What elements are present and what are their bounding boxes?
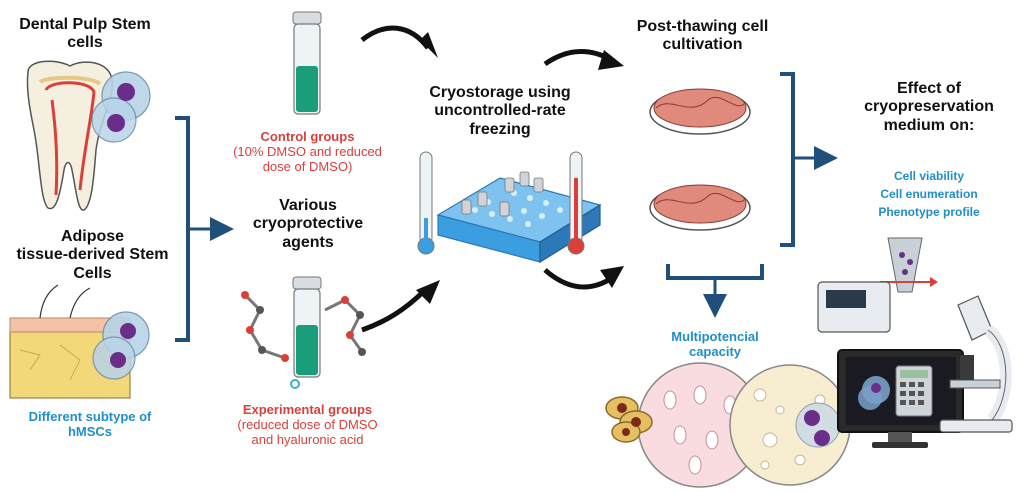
hyaluronic-acid-molecule (241, 291, 366, 389)
tooth-illustration (26, 60, 113, 211)
cryoprotective-agents-title: Various cryoprotective agents (252, 197, 364, 251)
source-bracket (175, 116, 234, 342)
computer-monitor-icon (837, 349, 964, 448)
multipotency-caption: Multipotencial capacity (671, 329, 759, 359)
thermometer-cold-icon (417, 151, 435, 255)
experimental-groups-caption: Experimental groups (reduced dose of DMS… (237, 402, 378, 447)
flow-arrows (360, 25, 624, 333)
dish-bracket-bottom (666, 264, 764, 318)
outcome-cell-viability: Cell viability (893, 169, 965, 183)
chondrogenic-cells-icon (605, 396, 653, 443)
post-thawing-title: Post-thawing cell cultivation (636, 18, 769, 54)
effect-outcome-list: Cell viability Cell enumeration Phenotyp… (838, 167, 1020, 221)
stem-cell-cluster-tooth (91, 71, 151, 143)
cryostorage-title: Cryostorage using uncontrolled-rate free… (429, 84, 571, 138)
control-vial (292, 11, 322, 115)
control-groups-caption: Control groups (10% DMSO and reduced dos… (233, 129, 382, 174)
effect-title: Effect of cryopreservation medium on: (864, 80, 994, 134)
stem-cell-cluster-adipose (92, 311, 150, 380)
culture-dish-bottom (649, 184, 751, 231)
microscope-icon (939, 295, 1013, 433)
dish-bracket-right (780, 72, 838, 247)
adipose-title: Adipose tissue-derived Stem Cells (16, 228, 169, 282)
adipogenic-differentiation-circle (729, 364, 851, 486)
hmsc-subtype-caption: Different subtype of hMSCs (28, 409, 152, 439)
culture-dish-top (649, 88, 751, 135)
thermometer-warm-icon (567, 151, 585, 255)
flow-cytometer-icon (817, 237, 938, 333)
outcome-cell-enumeration: Cell enumeration (880, 187, 978, 201)
outcome-phenotype-profile: Phenotype profile (878, 205, 980, 219)
dpsc-title: Dental Pulp Stem cells (19, 16, 151, 52)
experimental-vial (292, 276, 322, 378)
